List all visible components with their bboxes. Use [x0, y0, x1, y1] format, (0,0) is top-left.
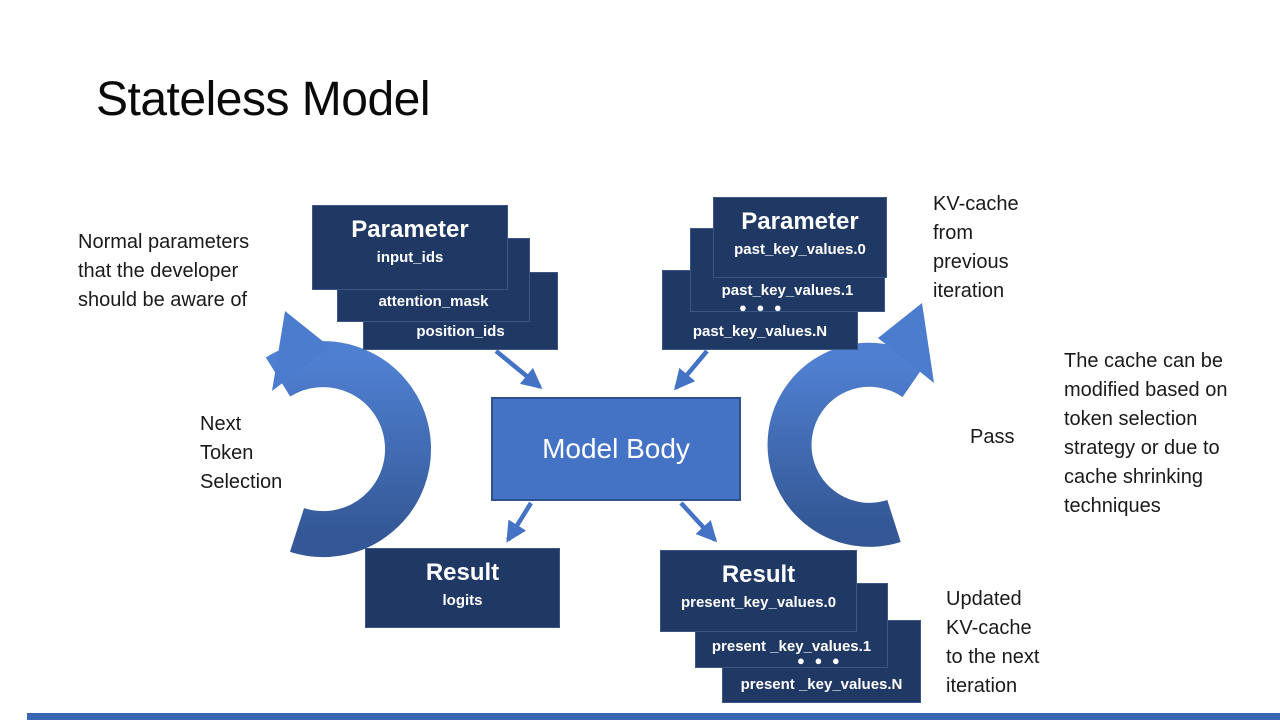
result-label-present-kv-0: present_key_values.0 [680, 594, 837, 611]
footer-accent-bar [27, 713, 1280, 720]
param-label-past-kv-0: past_key_values.0 [734, 241, 866, 258]
ellipsis-dots-present-kv: ● ● ● [797, 653, 843, 668]
model-body-label: Model Body [542, 433, 690, 464]
ellipsis-dots-kv: ● ● ● [739, 300, 785, 315]
page-title: Stateless Model [96, 73, 431, 126]
param-label-position-ids: position_ids [416, 323, 505, 340]
result-title-kv: Result [721, 561, 796, 588]
arrow-inputs-to-model-body [494, 349, 543, 389]
param-label-past-kv-n: past_key_values.N [692, 323, 828, 340]
note-kv-cache-from-previous: KV-cache from previous iteration [933, 193, 1019, 302]
result-title: Result [425, 559, 500, 586]
arrow-model-body-to-present-kv [679, 501, 718, 543]
result-label-present-kv-1: present _key_values.1 [711, 638, 872, 655]
arrow-kv-to-model-body [674, 349, 709, 391]
note-updated-kv-cache: Updated KV-cache to the next iteration [946, 588, 1040, 697]
arrow-model-body-to-logits [506, 501, 533, 543]
result-box-logits: Result logits [365, 548, 560, 628]
param-label-attention-mask: attention_mask [378, 293, 489, 310]
param-label-input-ids: input_ids [376, 249, 444, 266]
param-box-past-kv-0: Parameter past_key_values.0 [713, 197, 887, 278]
param-title-kv: Parameter [741, 208, 859, 235]
note-cache-modified: The cache can be modified based on token… [1064, 350, 1228, 517]
result-label-present-kv-n: present _key_values.N [740, 676, 903, 693]
param-label-past-kv-1: past_key_values.1 [721, 282, 854, 299]
result-box-present-kv-0: Result present_key_values.0 [660, 550, 857, 632]
result-label-logits: logits [442, 592, 483, 609]
param-box-input-ids: Parameter input_ids [312, 205, 508, 290]
note-normal-parameters: Normal parameters that the developer sho… [78, 231, 250, 311]
model-body-box: Model Body [491, 397, 741, 501]
note-pass: Pass [970, 426, 1015, 448]
param-title: Parameter [351, 216, 469, 243]
note-next-token-selection: Next Token Selection [200, 413, 283, 493]
